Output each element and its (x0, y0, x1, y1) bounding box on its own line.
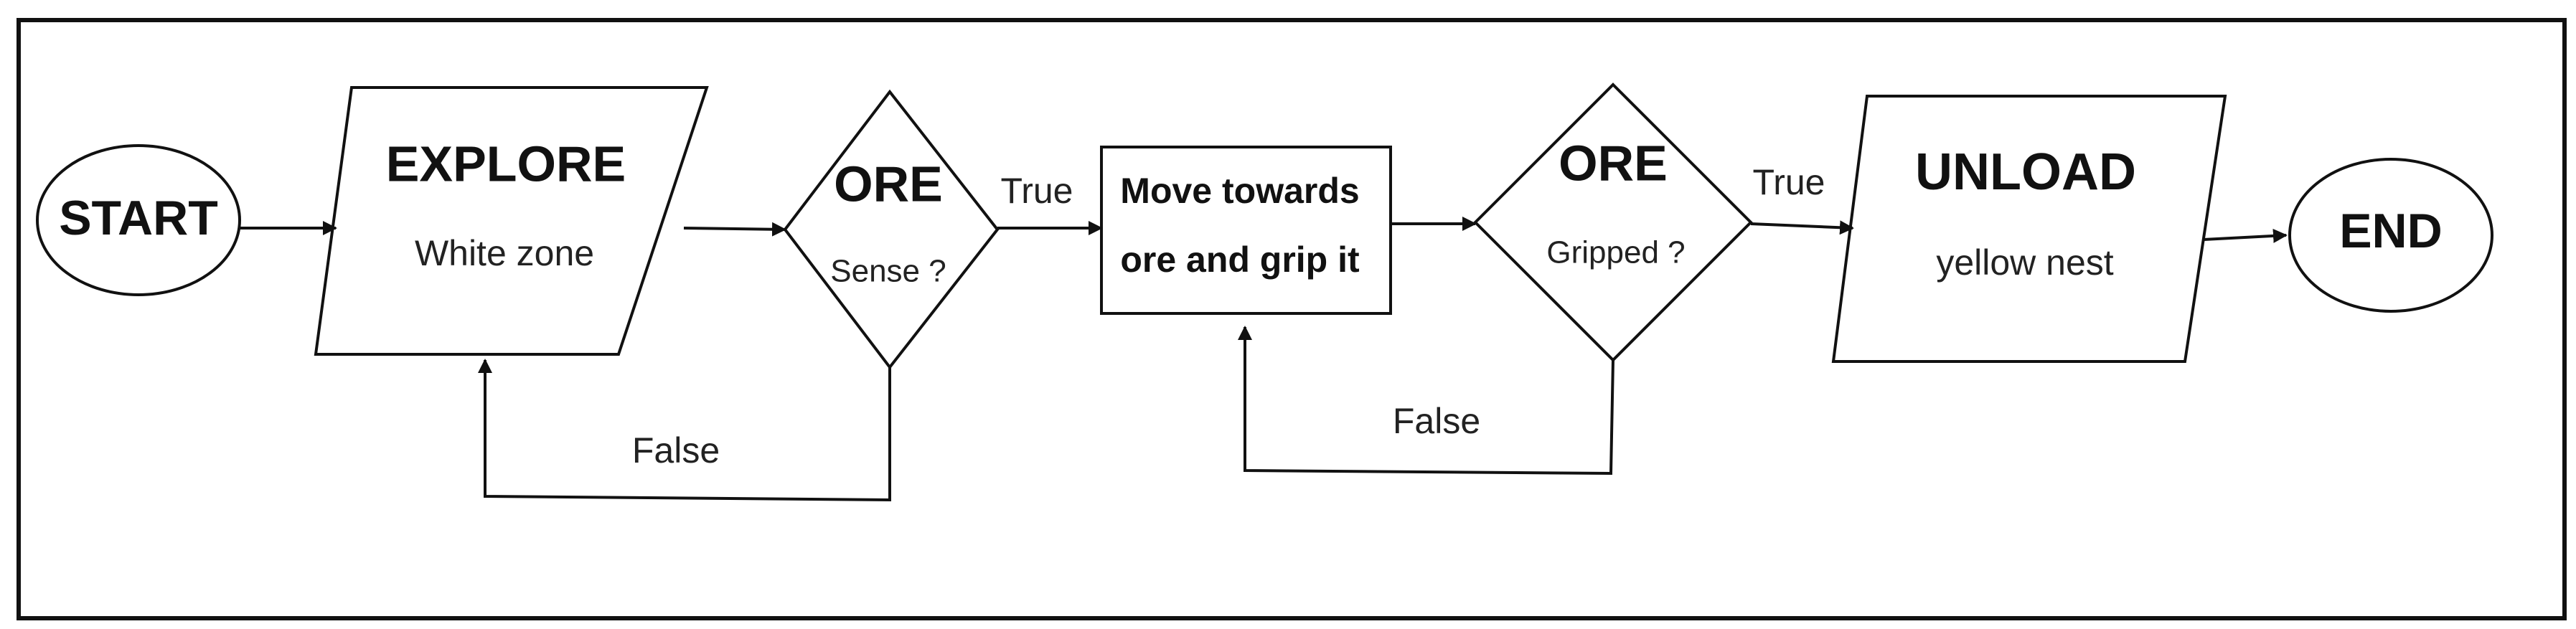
arrow-sense-false (478, 359, 891, 502)
ore-sense-subtitle: Sense ? (830, 254, 946, 289)
arrow-unload-to-end (2203, 228, 2288, 243)
start-label: START (59, 191, 218, 245)
explore-node: EXPLORE White zone (314, 86, 709, 356)
ore-sense-title: ORE (834, 156, 943, 212)
arrow-gripped-false (1238, 326, 1614, 476)
explore-subtitle: White zone (415, 233, 594, 273)
diagram-border (17, 18, 2567, 620)
edge-label-gripped-false: False (1393, 401, 1480, 441)
start-node: START (36, 144, 241, 296)
explore-title: EXPLORE (386, 136, 626, 191)
move-process: Move towards ore and grip it (1100, 146, 1392, 315)
arrow-gripped-true (1750, 220, 1854, 235)
edge-label-sense-true: True (1001, 171, 1073, 211)
arrow-explore-to-sense (683, 222, 786, 237)
ore-gripped-decision: ORE Gripped ? (1473, 82, 1753, 362)
unload-title: UNLOAD (1915, 143, 2136, 201)
ore-gripped-subtitle: Gripped ? (1546, 235, 1685, 270)
move-line2: ore and grip it (1120, 240, 1360, 280)
ore-sense-decision: ORE Sense ? (783, 89, 1000, 370)
move-line1: Move towards (1120, 171, 1359, 211)
edge-label-sense-false: False (632, 430, 720, 470)
ore-gripped-title: ORE (1559, 135, 1668, 191)
end-label: END (2339, 204, 2443, 258)
unload-node: UNLOAD yellow nest (1831, 95, 2227, 363)
end-node: END (2288, 158, 2493, 313)
unload-subtitle: yellow nest (1936, 242, 2113, 283)
edge-label-gripped-true: True (1753, 162, 1825, 202)
